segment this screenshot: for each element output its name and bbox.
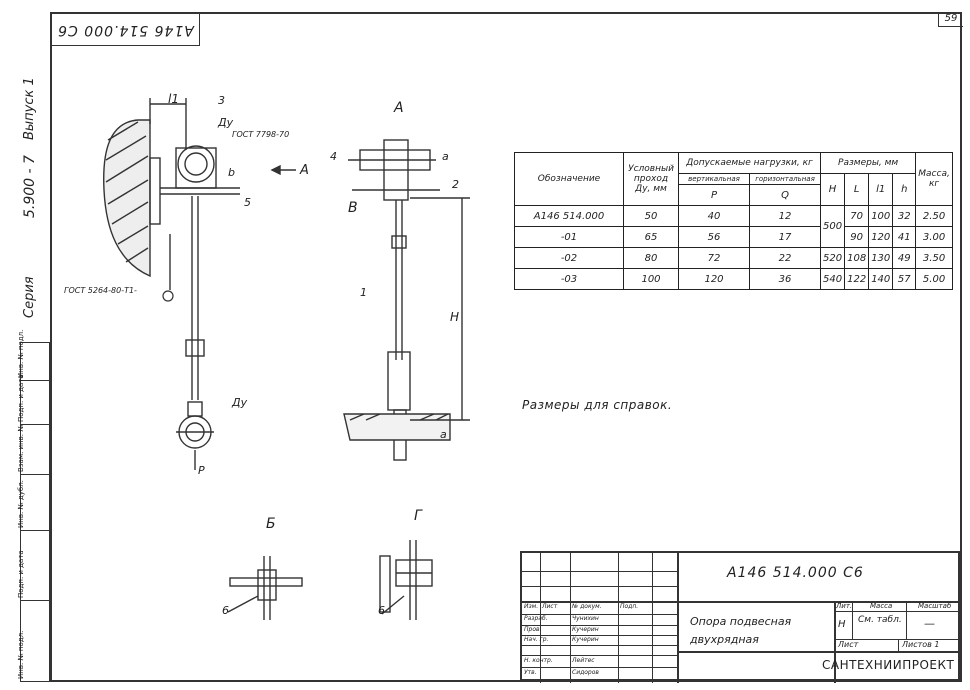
col-mass: Масса, кг [915, 152, 953, 206]
stamp-scale-label: Масштаб [918, 602, 952, 610]
stamp-name: Лист [542, 603, 558, 610]
stamp-role: Изм. [524, 603, 539, 610]
a-top-label: а [442, 150, 449, 163]
stamp-mass-value: См. табл. [858, 615, 902, 625]
gost-label: ГОСТ 7798-70 [232, 130, 290, 139]
item-4-label: 4 [330, 150, 337, 163]
col-dims: Размеры, мм [819, 152, 917, 174]
item-6b-label: 6 [378, 604, 385, 617]
a-bottom-label: а [440, 428, 447, 441]
item-1-label: 1 [360, 286, 367, 299]
arrow-a-label: А [300, 163, 309, 178]
stamp-lit-label: Лит. [836, 602, 853, 610]
spec-table: Обозначение Условный проход Ду, мм Допус… [514, 152, 953, 290]
strip-cell: Подп. и дата [17, 374, 49, 425]
col-l: L [844, 173, 870, 206]
stamp-name: Чунихин [572, 615, 599, 622]
stamp-title-1: Опора подвесная [690, 615, 792, 628]
col-loads: Допускаемые нагрузки, кг [678, 152, 821, 174]
col-vert: вертикальная [678, 173, 750, 185]
stamp-role: Н. контр. [524, 657, 553, 664]
strip-cell: Инв. № подл. [17, 330, 49, 381]
col-p: Р [678, 184, 750, 206]
stamp-role: Разраб. [524, 615, 548, 622]
stamp-role: Пров. [524, 626, 542, 633]
stamp-org: САНТЕХНИИПРОЕКТ [822, 658, 955, 672]
gost2-label: ГОСТ 5264-80-Т1- [64, 286, 137, 295]
stamp-sign: № докум. [572, 603, 602, 610]
item-3-label: 3 [218, 94, 225, 107]
page-number: 59 [938, 12, 963, 27]
stamp-scale-value: — [924, 617, 935, 630]
reference-note: Размеры для справок. [522, 398, 673, 412]
stamp-sheets-label: Листов 1 [902, 640, 940, 649]
p-force-label: Р [198, 464, 205, 477]
b-dim-label: b [228, 166, 235, 179]
l1-label: l1 [168, 92, 179, 106]
stamp-lit-value: Н [838, 619, 846, 630]
stamp-name: Лейтес [572, 657, 595, 664]
view-a-title: А [394, 100, 404, 116]
item-6a-label: 6 [222, 604, 229, 617]
view-g-title: Г [414, 508, 422, 524]
view-v-label: В [348, 200, 358, 216]
du-label: Ду [218, 116, 234, 129]
strip-cell: Подп. и дата [17, 531, 49, 601]
col-q: Q [749, 184, 821, 206]
stamp-sheet-label: Лист [838, 640, 859, 649]
col-horiz: горизонтальная [749, 173, 821, 185]
col-h2: h [892, 173, 917, 206]
col-du: Условный проход Ду, мм [623, 152, 679, 206]
col-l1: l1 [868, 173, 894, 206]
top-code-box: A146 514.000 C6 [52, 14, 200, 46]
left-stamp-strip: Инв. № подл. Подп. и дата Взам. инв. № И… [17, 330, 50, 682]
stamp-role: Утв. [524, 669, 537, 676]
title-block: А146 514.000 С6 Опора подвесная двухрядн… [520, 551, 962, 683]
stamp-mass-label: Масса [870, 602, 893, 610]
drawing-frame [50, 12, 962, 682]
strip-cell: Взам. инв. № [17, 424, 49, 475]
stamp-name: Кучерин [572, 636, 599, 643]
col-h: H [819, 173, 846, 206]
item-5-label: 5 [244, 196, 251, 209]
strip-cell: Инв. № дубл. [17, 475, 49, 531]
view-b-title: Б [266, 516, 276, 532]
stamp-date: Подп. [620, 603, 639, 610]
item-2-label: 2 [452, 178, 459, 191]
stamp-role: Нач. гр. [524, 636, 549, 643]
h-dim-label: H [450, 310, 460, 324]
stamp-name: Кучерин [572, 626, 599, 633]
stamp-name: Сидоров [572, 669, 599, 676]
stamp-code: А146 514.000 С6 [727, 565, 864, 581]
col-designation: Обозначение [514, 152, 624, 206]
du2-label: Ду [232, 396, 248, 409]
stamp-title-2: двухрядная [690, 633, 759, 646]
